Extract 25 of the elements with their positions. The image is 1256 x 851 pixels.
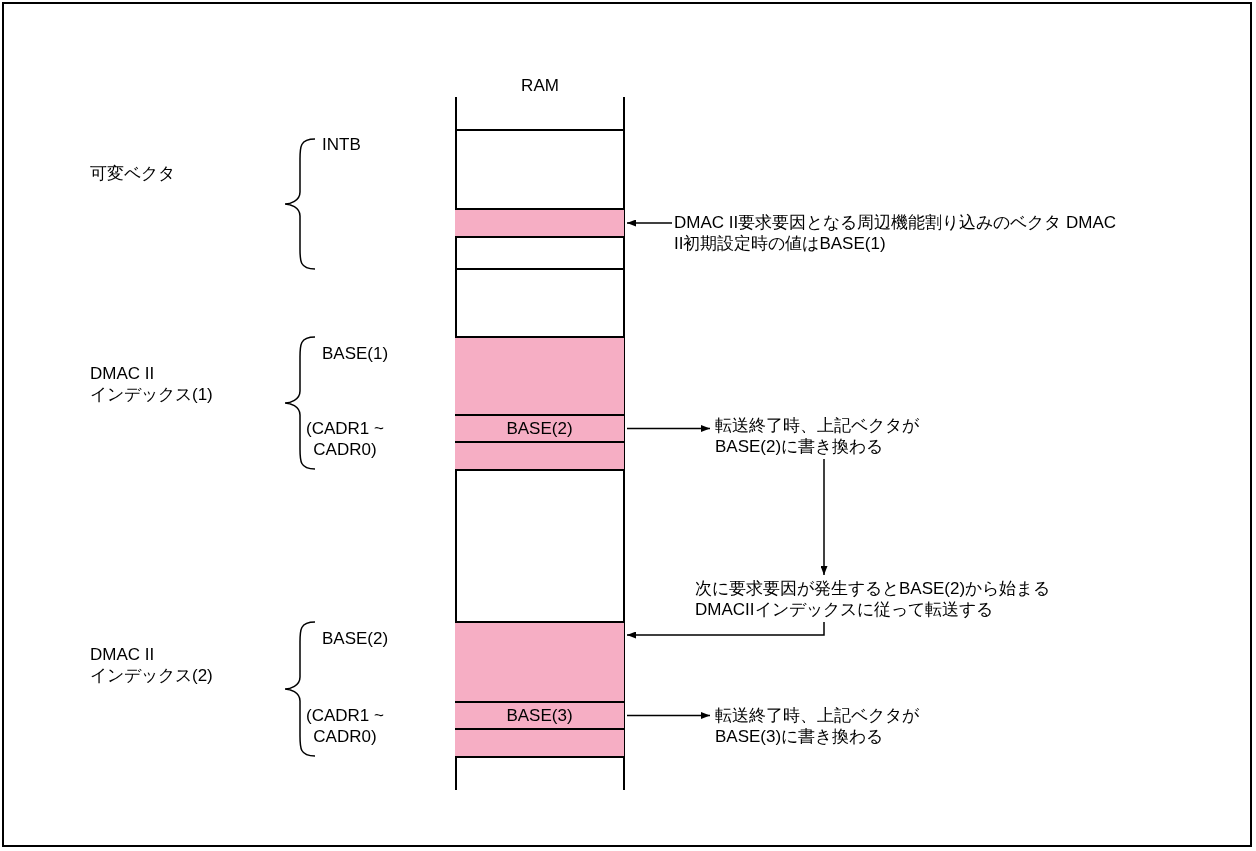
- address-label: BASE(2): [322, 628, 390, 649]
- group-label: 可変ベクタ: [90, 163, 176, 184]
- memory-cell: BASE(3): [455, 701, 624, 730]
- arrow: [626, 712, 711, 719]
- group-label: DMAC II インデックス(1): [90, 363, 214, 405]
- arrow: [626, 219, 673, 227]
- annotation-text: 転送終了時、上記ベクタが BASE(3)に書き換わる: [715, 705, 965, 747]
- group-label: DMAC II インデックス(2): [90, 644, 214, 686]
- column-heading: RAM: [520, 75, 560, 96]
- annotation-text: 次に要求要因が発生するとBASE(2)から始まる DMACIIインデックスに従って転送する: [695, 578, 1185, 620]
- memory-cell: [455, 441, 624, 471]
- memory-cell: BASE(2): [455, 414, 624, 443]
- register-label: (CADR1 ~ CADR0): [305, 705, 385, 747]
- register-label: (CADR1 ~ CADR0): [305, 418, 385, 460]
- address-label: BASE(1): [322, 343, 390, 364]
- memory-block: [455, 336, 624, 416]
- annotation-text: DMAC II要求要因となる周辺機能割り込みのベクタ DMAC II初期設定時の値はBASE(1): [674, 212, 1174, 254]
- arrow: [626, 425, 711, 432]
- arrow: [820, 458, 828, 576]
- annotation-text: 転送終了時、上記ベクタが BASE(2)に書き換わる: [715, 415, 965, 457]
- arrow: [626, 621, 825, 639]
- memory-cell: [455, 728, 624, 758]
- memory-block: [455, 621, 624, 703]
- memory-cell: [455, 208, 624, 238]
- register-label: INTB: [322, 134, 362, 155]
